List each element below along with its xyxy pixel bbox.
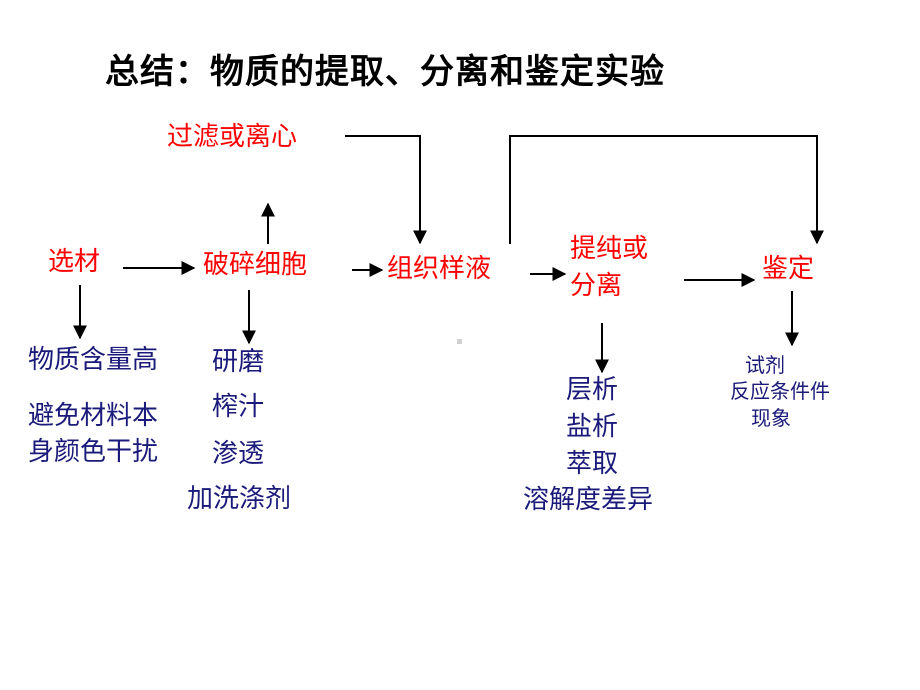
note-break-2: 榨汁 <box>212 392 265 422</box>
note-purify-3: 萃取 <box>566 449 619 479</box>
step-tissue-sample: 组织样液 <box>387 254 492 284</box>
small-dot <box>457 339 462 344</box>
step-purify-line2: 分离 <box>570 271 623 301</box>
step-break-cells: 破碎细胞 <box>203 250 308 280</box>
note-break-3: 渗透 <box>212 439 265 469</box>
step-identify: 鉴定 <box>762 254 815 284</box>
note-material-3: 身颜色干扰 <box>28 437 159 467</box>
note-break-1: 研磨 <box>212 347 265 377</box>
note-identify-3: 现象 <box>751 406 791 430</box>
arrow-sample-to-identify <box>509 135 824 245</box>
note-identify-2: 反应条件件 <box>730 379 830 403</box>
step-filter-centrifuge: 过滤或离心 <box>167 122 298 152</box>
note-purify-2: 盐析 <box>566 412 619 442</box>
note-identify-1: 试剂 <box>745 353 785 377</box>
note-purify-4: 溶解度差异 <box>523 485 654 515</box>
note-break-4: 加洗涤剂 <box>187 484 292 514</box>
note-purify-1: 层析 <box>566 375 619 405</box>
note-material-2: 避免材料本 <box>28 401 159 431</box>
page-title: 总结：物质的提取、分离和鉴定实验 <box>105 52 665 92</box>
arrow-filter-to-sample <box>345 135 427 245</box>
step-purify-line1: 提纯或 <box>570 234 649 264</box>
step-select-material: 选材 <box>48 247 101 277</box>
note-material-1: 物质含量高 <box>28 345 159 375</box>
